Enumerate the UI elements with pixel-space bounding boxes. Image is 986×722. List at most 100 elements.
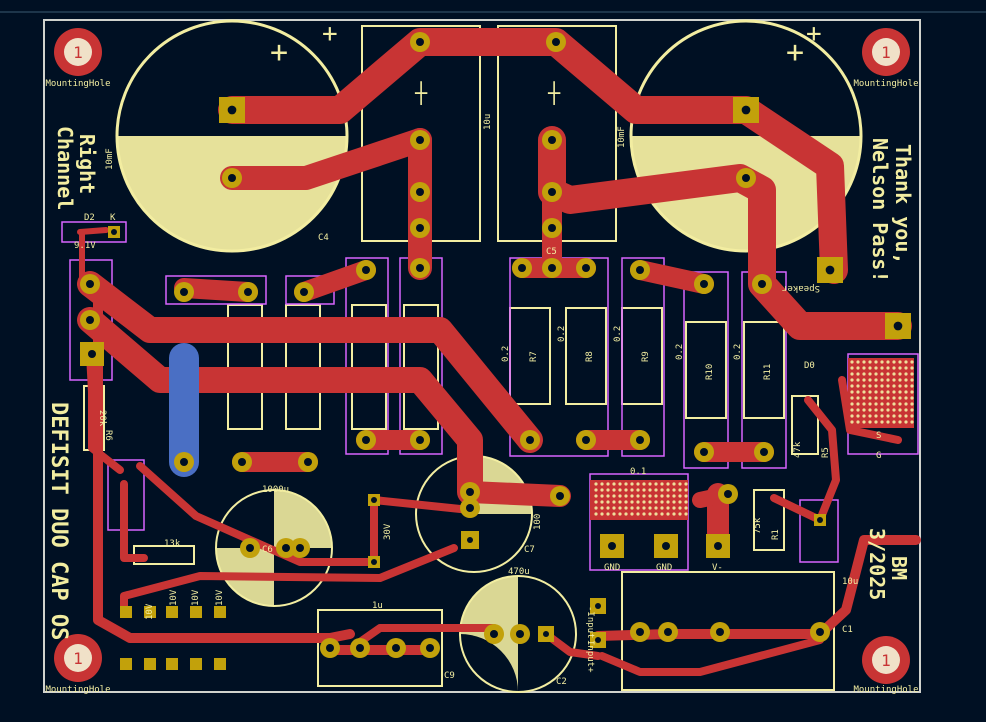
svg-text:10V: 10V [191, 589, 201, 606]
via-dot [898, 360, 902, 364]
via-dot [648, 488, 652, 492]
via-dot [910, 408, 914, 412]
via-dot [594, 494, 598, 498]
via-dot [892, 360, 896, 364]
via-dot [850, 384, 854, 388]
via-dot [886, 384, 890, 388]
via-dot [898, 378, 902, 382]
tht-pad [80, 310, 100, 330]
svg-text:R11: R11 [763, 364, 773, 380]
via-dot [910, 414, 914, 418]
svg-text:C5: C5 [546, 247, 557, 257]
via-dot [868, 360, 872, 364]
svg-text:D2: D2 [84, 213, 95, 223]
via-dot [868, 384, 872, 388]
via-dot [856, 390, 860, 394]
via-dot [874, 390, 878, 394]
via-dot [856, 408, 860, 412]
via-dot [630, 500, 634, 504]
via-dot [856, 402, 860, 406]
via-dot [636, 506, 640, 510]
via-dot [636, 500, 640, 504]
via-dot [898, 402, 902, 406]
via-dot [624, 512, 628, 516]
via-dot [910, 396, 914, 400]
tht-drill [543, 631, 549, 637]
via-dot [874, 384, 878, 388]
tht-pad [410, 182, 430, 202]
svg-text:0.2: 0.2 [733, 344, 743, 360]
svg-text:10V: 10V [169, 589, 179, 606]
via-dot [654, 500, 658, 504]
via-dot [660, 506, 664, 510]
via-dot [904, 408, 908, 412]
svg-text:Speaker: Speaker [781, 283, 820, 293]
svg-text:+: + [786, 35, 804, 70]
via-dot [910, 372, 914, 376]
via-dot [612, 512, 616, 516]
via-dot [642, 482, 646, 486]
via-dot [612, 506, 616, 510]
via-dot [898, 414, 902, 418]
via-dot [654, 512, 658, 516]
via-dot [672, 488, 676, 492]
tht-pad [410, 130, 430, 150]
tht-pad [542, 182, 562, 202]
via-dot [898, 384, 902, 388]
via-dot [904, 366, 908, 370]
via-dot [892, 378, 896, 382]
via-dot [856, 372, 860, 376]
via-dot [892, 396, 896, 400]
via-dot [880, 372, 884, 376]
via-dot [654, 494, 658, 498]
via-dot [648, 482, 652, 486]
svg-text:100: 100 [533, 514, 543, 530]
tht-pad [460, 482, 480, 502]
via-dot [868, 402, 872, 406]
tht-drill [662, 542, 670, 550]
svg-text:13k: 13k [164, 539, 181, 549]
via-dot [850, 414, 854, 418]
via-dot [660, 488, 664, 492]
via-dot [898, 390, 902, 394]
smd-pad [120, 606, 132, 618]
svg-text:1: 1 [881, 651, 891, 670]
via-dot [594, 512, 598, 516]
svg-text:0.2: 0.2 [675, 344, 685, 360]
via-dot [850, 408, 854, 412]
svg-text:10u: 10u [483, 114, 493, 130]
mounting-hole-bl: 1 MountingHole [45, 634, 111, 695]
tht-pad [630, 622, 650, 642]
tht-pad [520, 430, 540, 450]
via-dot [678, 512, 682, 516]
via-dot [862, 390, 866, 394]
via-dot [904, 390, 908, 394]
smd-pad [214, 606, 226, 618]
smd-pad [190, 658, 202, 670]
silk-rotated-labels: 10u 10mF 10mF R7 0.2 R8 0.2 R9 0.2 R10 0… [97, 114, 831, 673]
via-dot [630, 488, 634, 492]
tht-drill [467, 537, 473, 543]
via-dot [850, 402, 854, 406]
via-dot [600, 488, 604, 492]
via-dot [660, 512, 664, 516]
via-dot [618, 500, 622, 504]
mounting-hole-br: 1 MountingHole [853, 636, 919, 695]
via-dot [862, 384, 866, 388]
via-dot [606, 506, 610, 510]
title-left-top: Right [75, 134, 99, 194]
svg-text:20k: 20k [97, 410, 107, 427]
svg-text:9.1V: 9.1V [74, 241, 96, 251]
svg-text:-Input: -Input [585, 606, 595, 639]
via-dot [856, 366, 860, 370]
via-dot [594, 488, 598, 492]
tht-drill [595, 603, 601, 609]
via-dot [862, 396, 866, 400]
svg-text:75k: 75k [753, 517, 763, 534]
via-dot [850, 366, 854, 370]
via-dot [678, 500, 682, 504]
svg-text:1: 1 [881, 43, 891, 62]
via-dot [850, 372, 854, 376]
via-dot [648, 512, 652, 516]
via-dot [892, 420, 896, 424]
